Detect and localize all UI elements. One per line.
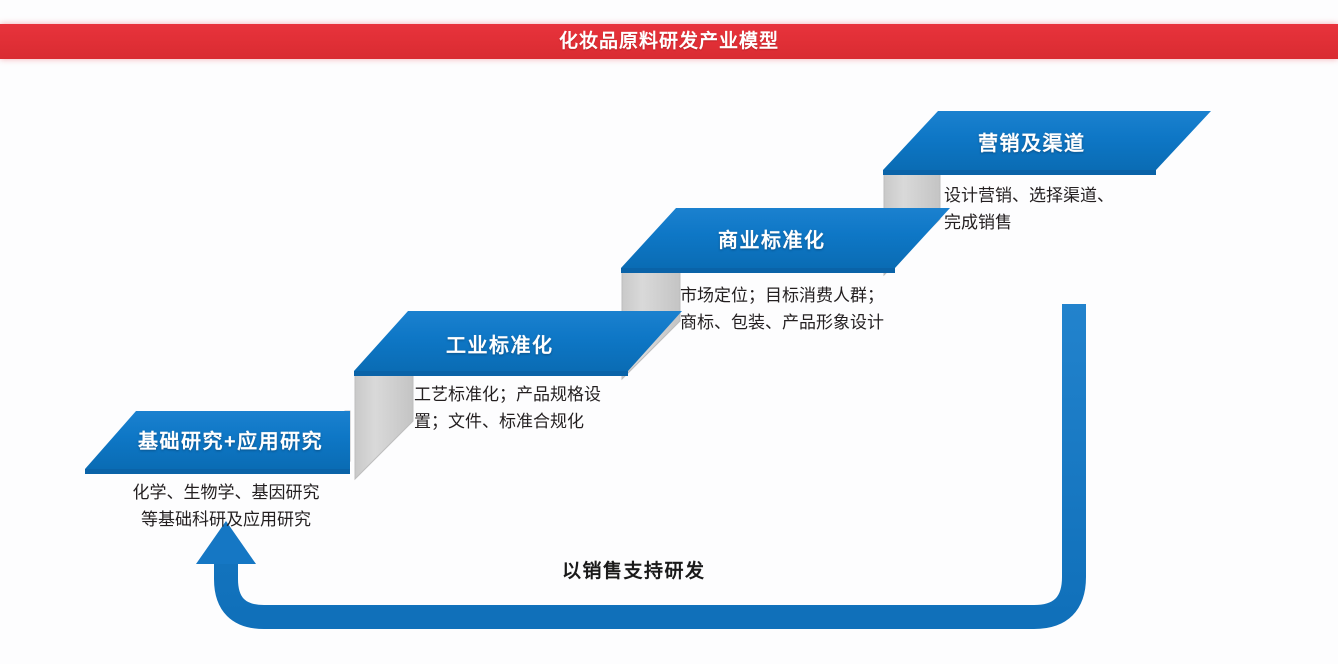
step-2-title: 工业标准化 [446,335,554,357]
step-2-description: 工艺标准化；产品规格设 置；文件、标准合规化 [414,385,601,431]
staircase-diagram: 基础研究+应用研究 工业标准化 商业标准化 营销及渠道 化学、生物学、基因研究 … [0,59,1338,664]
step-4-tread-lip [883,170,1156,175]
step-1-description: 化学、生物学、基因研究 等基础科研及应用研究 [132,483,320,529]
step-2-tread [354,311,682,371]
step-2-riser [354,370,414,481]
step-4-tread [883,111,1211,170]
step-2-tread-lip [354,371,628,376]
step-4-description: 设计营销、选择渠道、 完成销售 [944,186,1114,232]
feedback-loop-caption: 以销售支持研发 [562,561,706,582]
step-3-tread [621,208,950,268]
step-1-title: 基础研究+应用研究 [138,431,324,453]
feedback-loop-path [214,304,1086,629]
step-4-title: 营销及渠道 [978,133,1086,155]
step-3-tread-lip [621,268,895,273]
step-3-group [621,208,950,381]
step-1-tread-lip [85,469,350,474]
header-bar: 化妆品原料研发产业模型 [0,24,1338,59]
step-1-group [85,410,351,474]
step-3-title: 商业标准化 [718,230,826,252]
staircase-graphics [85,111,1211,629]
page-title: 化妆品原料研发产业模型 [558,31,779,52]
feedback-loop-arrowhead [196,521,256,564]
step-1-tread [85,411,350,469]
step-2-group [354,311,682,481]
feedback-loop-arrow [196,304,1086,629]
step-3-description: 市场定位；目标消费人群； 商标、包装、产品形象设计 [680,286,884,332]
